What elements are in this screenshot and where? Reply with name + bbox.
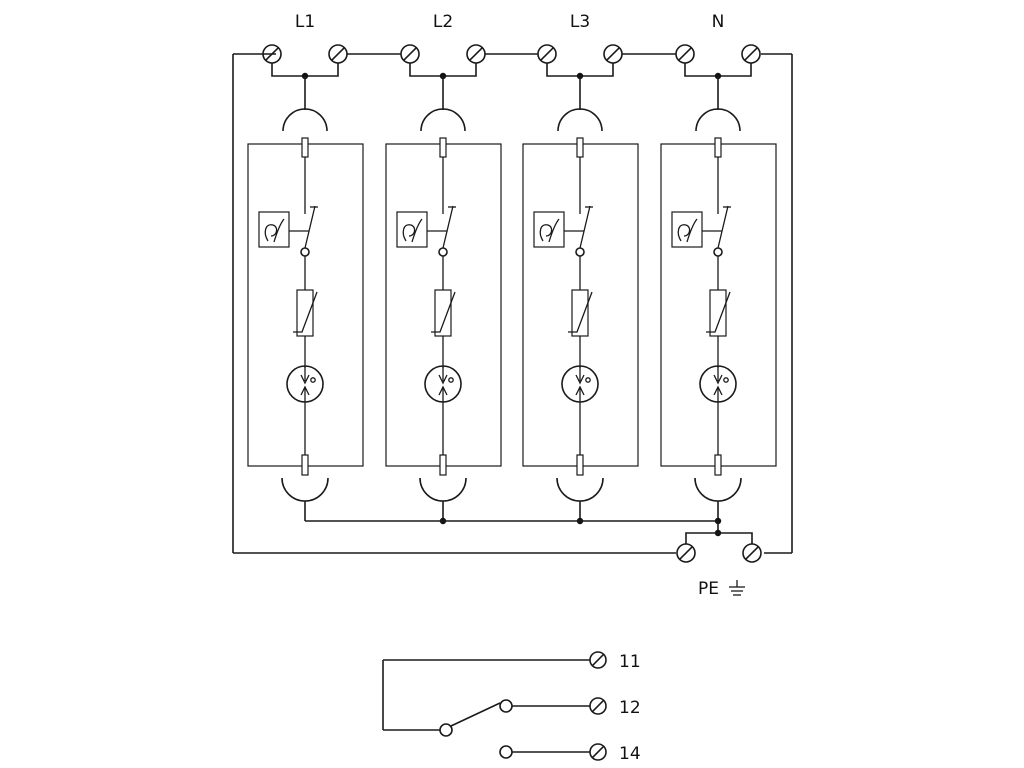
terminal-slash bbox=[677, 46, 693, 62]
terminal-icon bbox=[328, 44, 348, 64]
phase-label: L2 bbox=[433, 12, 453, 32]
socket-arc-top bbox=[282, 108, 328, 132]
disconnector-blade bbox=[717, 205, 729, 249]
terminal-slash bbox=[330, 46, 346, 62]
gdt-arrow bbox=[575, 385, 585, 396]
phase-labels: L1 L2 L3 N bbox=[295, 12, 725, 32]
terminal-slash bbox=[591, 653, 605, 667]
contact-point bbox=[499, 745, 513, 759]
thermal-symbol bbox=[264, 218, 285, 243]
socket-arc-bottom bbox=[281, 477, 329, 502]
socket-arc-top bbox=[695, 108, 741, 132]
gdt-arrow bbox=[438, 385, 448, 396]
terminal-slash bbox=[468, 46, 484, 62]
terminal-icon bbox=[466, 44, 486, 64]
gdt-arrow bbox=[300, 385, 310, 396]
phase-label: L1 bbox=[295, 12, 315, 32]
pe-terminal-group: PE bbox=[676, 532, 762, 599]
terminal-slash bbox=[264, 46, 280, 62]
socket-arc-top bbox=[557, 108, 603, 132]
thermal-symbol bbox=[677, 218, 698, 243]
gdt-dot bbox=[310, 377, 316, 383]
disconnector-blade bbox=[304, 205, 316, 249]
thermal-symbol bbox=[402, 218, 423, 243]
gdt-dot bbox=[585, 377, 591, 383]
contact-pin bbox=[439, 454, 447, 476]
phase-label: L3 bbox=[570, 12, 590, 32]
contact-pin bbox=[714, 454, 722, 476]
varistor-slash bbox=[706, 291, 731, 333]
terminal-slash bbox=[591, 699, 605, 713]
disconnector-blade bbox=[579, 205, 591, 249]
varistor-body bbox=[296, 289, 314, 337]
terminal-slash bbox=[591, 745, 605, 759]
terminal-icon bbox=[537, 44, 557, 64]
gdt-arrow bbox=[300, 374, 310, 385]
thermal-symbol bbox=[539, 218, 560, 243]
terminal-icon bbox=[676, 543, 696, 563]
terminal-slash bbox=[743, 46, 759, 62]
socket-arc-bottom bbox=[556, 477, 604, 502]
socket-arc-top bbox=[420, 108, 466, 132]
contact-pin bbox=[714, 137, 722, 158]
remote-signal-contact: 11 12 14 bbox=[382, 651, 641, 764]
disconnector-blade bbox=[442, 205, 454, 249]
thermal-sensor-icon bbox=[396, 211, 428, 248]
varistor-body bbox=[709, 289, 727, 337]
terminal-slash bbox=[402, 46, 418, 62]
contact-label: 12 bbox=[619, 698, 641, 718]
terminal-bracket bbox=[685, 532, 753, 544]
contact-pin bbox=[439, 137, 447, 158]
gdt-arrow bbox=[713, 385, 723, 396]
varistor-slash bbox=[431, 291, 456, 333]
bottom-pe-bus bbox=[232, 54, 793, 554]
terminal-icon bbox=[400, 44, 420, 64]
gdt-dot bbox=[723, 377, 729, 383]
contact-pin bbox=[576, 137, 584, 158]
contact-point bbox=[499, 699, 513, 713]
terminal-icon bbox=[589, 743, 607, 761]
terminal-icon bbox=[589, 697, 607, 715]
pe-label: PE bbox=[698, 579, 719, 599]
contact-pin bbox=[301, 454, 309, 476]
ground-icon bbox=[729, 580, 745, 596]
terminal-slash bbox=[744, 545, 760, 561]
terminal-icon bbox=[589, 651, 607, 669]
terminal-slash bbox=[605, 46, 621, 62]
gdt-arrow bbox=[438, 374, 448, 385]
contact-blade bbox=[450, 702, 501, 727]
gdt-arrow bbox=[575, 374, 585, 385]
modules bbox=[247, 108, 777, 502]
contact-pivot bbox=[439, 723, 453, 737]
terminal-icon bbox=[741, 44, 761, 64]
thermal-sensor-icon bbox=[533, 211, 565, 248]
thermal-sensor-icon bbox=[671, 211, 703, 248]
terminal-slash bbox=[678, 545, 694, 561]
thermal-sensor-icon bbox=[258, 211, 290, 248]
varistor-slash bbox=[568, 291, 593, 333]
terminal-slash bbox=[539, 46, 555, 62]
contact-pin bbox=[301, 137, 309, 158]
contact-label: 14 bbox=[619, 744, 641, 764]
socket-arc-bottom bbox=[419, 477, 467, 502]
socket-arc-bottom bbox=[694, 477, 742, 502]
gdt-dot bbox=[448, 377, 454, 383]
varistor-slash bbox=[293, 291, 318, 333]
phase-label: N bbox=[712, 12, 725, 32]
contact-label: 11 bbox=[619, 652, 641, 672]
top-terminals bbox=[233, 44, 792, 110]
terminal-icon bbox=[675, 44, 695, 64]
varistor-body bbox=[434, 289, 452, 337]
varistor-body bbox=[571, 289, 589, 337]
gdt-arrow bbox=[713, 374, 723, 385]
terminal-icon bbox=[603, 44, 623, 64]
contact-pin bbox=[576, 454, 584, 476]
terminal-icon bbox=[742, 543, 762, 563]
